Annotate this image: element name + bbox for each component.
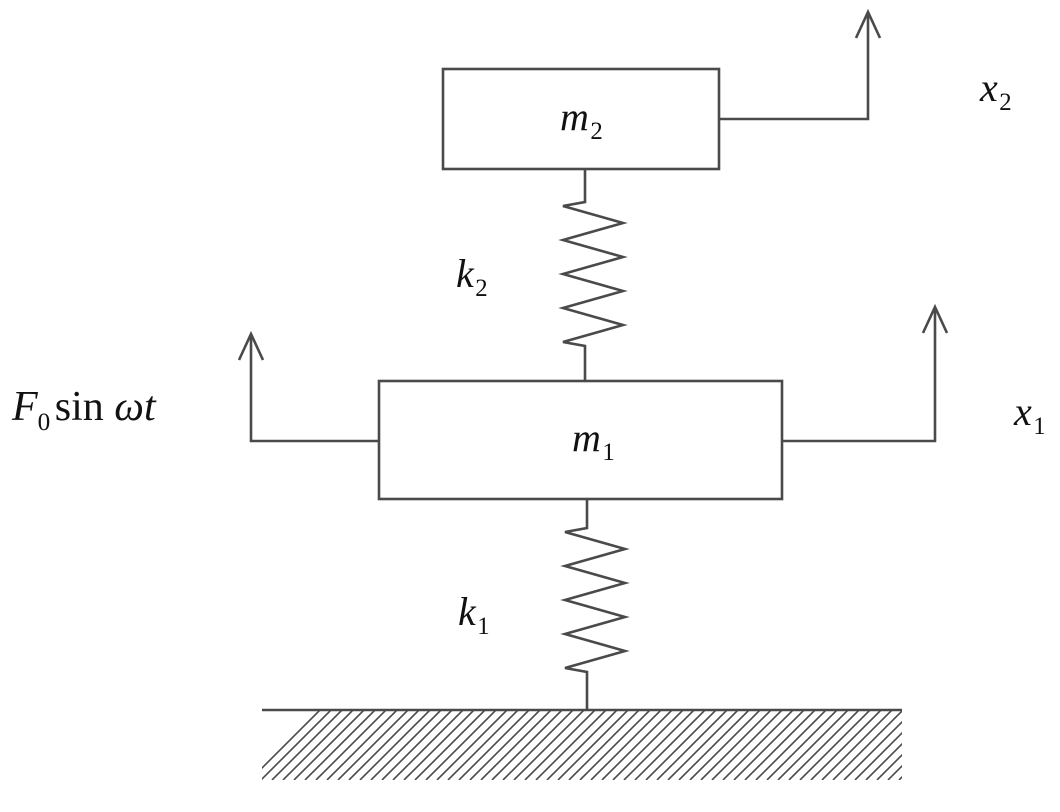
x1-label: x1 <box>1014 392 1046 432</box>
hatch-line <box>503 710 573 780</box>
force-symbol: F <box>12 384 38 430</box>
hatch-line <box>888 710 958 780</box>
hatch-line <box>294 710 364 780</box>
spring-k1-index: 1 <box>477 613 489 640</box>
hatch-line <box>778 710 848 780</box>
hatch-line <box>679 710 749 780</box>
hatch-line <box>327 710 397 780</box>
x2-label: x2 <box>980 68 1012 108</box>
hatch-line <box>668 710 738 780</box>
hatch-line <box>305 710 375 780</box>
hatch-line <box>338 710 408 780</box>
hatch-line <box>822 710 892 780</box>
mass-m2-index: 2 <box>590 118 602 145</box>
mass-m2-symbol: m <box>560 94 589 139</box>
hatch-line <box>789 710 859 780</box>
hatch-line <box>371 710 441 780</box>
hatch-line <box>470 710 540 780</box>
hatch-line <box>448 710 518 780</box>
mass-m1-symbol: m <box>572 415 601 460</box>
x2-symbol: x <box>980 65 998 110</box>
hatch-line <box>723 710 793 780</box>
hatch-line <box>899 710 969 780</box>
mass-m1-index: 1 <box>602 439 614 466</box>
x1-arrow <box>782 307 935 441</box>
force-index: 0 <box>38 409 51 436</box>
force-label: F0sin ωt <box>12 386 156 428</box>
x1-index: 1 <box>1033 413 1045 440</box>
mass-m1-label: m1 <box>572 418 615 458</box>
hatch-line <box>349 710 419 780</box>
hatch-line <box>910 710 980 780</box>
hatch-line <box>272 710 342 780</box>
mass-m2-label: m2 <box>560 97 603 137</box>
hatch-line <box>547 710 617 780</box>
hatch-line <box>525 710 595 780</box>
hatch-line <box>811 710 881 780</box>
hatch-line <box>943 710 1013 780</box>
force-arrow <box>251 334 379 441</box>
spring-k2-label: k2 <box>456 254 488 294</box>
hatch-line <box>800 710 870 780</box>
hatch-line <box>261 710 331 780</box>
x2-index: 2 <box>999 89 1011 116</box>
hatch-line <box>316 710 386 780</box>
hatch-line <box>756 710 826 780</box>
hatch-line <box>437 710 507 780</box>
hatch-line <box>250 710 320 780</box>
hatch-line <box>833 710 903 780</box>
hatch-line <box>382 710 452 780</box>
hatch-line <box>866 710 936 780</box>
hatch-line <box>558 710 628 780</box>
hatch-line <box>712 710 782 780</box>
hatch-line <box>536 710 606 780</box>
hatch-line <box>734 710 804 780</box>
hatch-line <box>492 710 562 780</box>
spring-k1 <box>565 500 625 710</box>
hatch-line <box>459 710 529 780</box>
hatch-line <box>283 710 353 780</box>
hatch-line <box>855 710 925 780</box>
spring-k2-index: 2 <box>475 275 487 302</box>
spring-k2-symbol: k <box>456 251 474 296</box>
hatch-line <box>745 710 815 780</box>
hatch-line <box>646 710 716 780</box>
hatch-line <box>426 710 496 780</box>
hatch-line <box>613 710 683 780</box>
spring-k2 <box>563 170 623 381</box>
hatch-line <box>767 710 837 780</box>
hatch-line <box>701 710 771 780</box>
hatch-line <box>877 710 947 780</box>
hatch-line <box>932 710 1002 780</box>
hatch-line <box>481 710 551 780</box>
hatch-line <box>657 710 727 780</box>
x2-arrow <box>719 12 868 119</box>
hatch-line <box>844 710 914 780</box>
hatch-line <box>415 710 485 780</box>
spring-k1-label: k1 <box>458 592 490 632</box>
hatch-line <box>921 710 991 780</box>
ground <box>250 710 1024 780</box>
ground-hatching <box>250 710 1024 780</box>
hatch-line <box>591 710 661 780</box>
hatch-line <box>602 710 672 780</box>
x1-symbol: x <box>1014 389 1032 434</box>
hatch-line <box>580 710 650 780</box>
force-argument: ωt <box>114 384 155 430</box>
force-function: sin <box>55 384 104 430</box>
hatch-line <box>569 710 639 780</box>
hatch-line <box>393 710 463 780</box>
spring-k1-symbol: k <box>458 589 476 634</box>
hatch-line <box>690 710 760 780</box>
hatch-line <box>635 710 705 780</box>
hatch-line <box>514 710 584 780</box>
hatch-line <box>360 710 430 780</box>
hatch-line <box>624 710 694 780</box>
hatch-line <box>404 710 474 780</box>
hatch-line <box>954 710 1024 780</box>
